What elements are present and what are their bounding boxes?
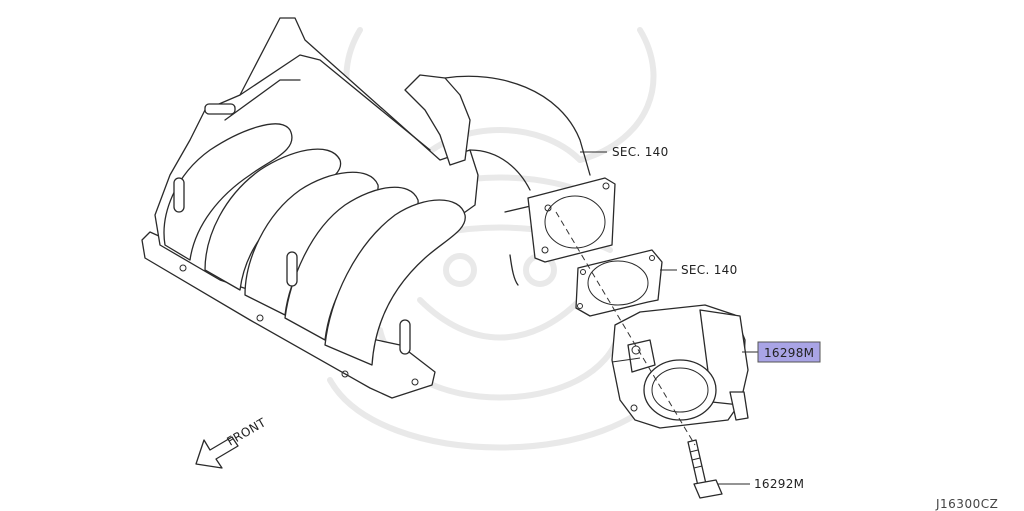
sec-140-mid-label: SEC. 140	[681, 263, 738, 277]
sec-140-top-label: SEC. 140	[612, 145, 669, 159]
part-number-16292m[interactable]: 16292M	[754, 477, 804, 491]
alignment-line	[555, 211, 696, 446]
bolt	[687, 439, 723, 499]
throttle-body	[611, 304, 749, 429]
front-label: FRONT	[225, 415, 269, 449]
intake-manifold	[141, 17, 591, 399]
diagram-code: J16300CZ	[935, 497, 998, 511]
front-arrow-icon	[195, 436, 239, 469]
part-number-16298m[interactable]: 16298M	[764, 346, 814, 360]
intake-flange	[527, 177, 616, 263]
gasket	[575, 249, 663, 317]
part-number-highlight[interactable]	[757, 341, 821, 363]
